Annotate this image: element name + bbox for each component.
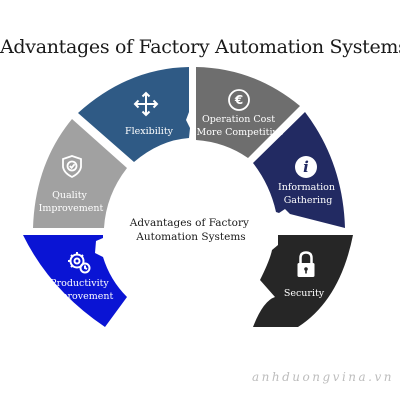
segment-security (253, 235, 353, 327)
segment-label-quality: Quality Improvement (39, 190, 104, 214)
segment-label-cost: Operation Cost More Competitive (196, 114, 283, 138)
svg-text:€: € (234, 93, 243, 107)
move-arrows-icon (133, 91, 159, 117)
segment-flexibility (78, 67, 190, 162)
segment-label-information: Information Gathering (278, 182, 338, 206)
segment-label-flexibility: Flexibility (125, 126, 174, 137)
segment-quality (33, 119, 127, 228)
shield-check-icon (62, 155, 82, 179)
gears-clock-icon (68, 252, 91, 274)
segment-productivity (23, 235, 127, 327)
svg-text:i: i (303, 158, 309, 176)
info-icon: i (295, 156, 317, 178)
segment-label-security: Security (284, 288, 325, 299)
padlock-icon (297, 251, 315, 277)
watermark: anhduongvina.vn (252, 370, 394, 384)
segment-label-productivity: Productivity Improvement (49, 278, 114, 302)
euro-coin-icon: € (228, 89, 250, 111)
center-label: Advantages of Factory Automation Systems (129, 217, 253, 243)
segment-cost (196, 67, 300, 158)
diagram-title: Advantages of Factory Automation Systems (0, 36, 400, 58)
